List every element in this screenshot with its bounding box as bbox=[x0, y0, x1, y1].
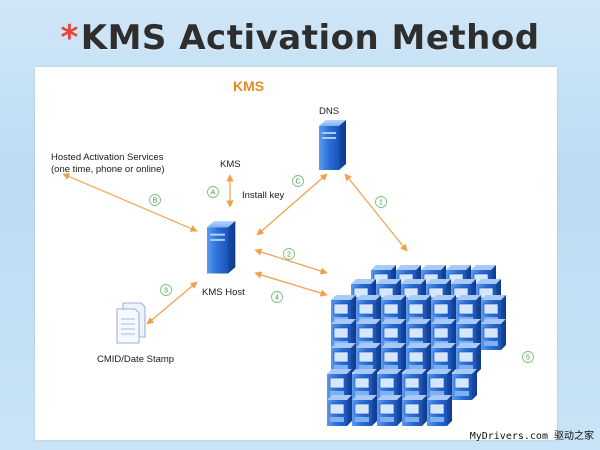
step-c: C bbox=[292, 175, 304, 187]
dns-server-icon bbox=[319, 120, 346, 170]
step-4: 4 bbox=[271, 291, 283, 303]
kms-host-server-icon bbox=[207, 221, 236, 274]
arrow-3 bbox=[146, 281, 198, 325]
arrow-c bbox=[256, 173, 328, 236]
arrow-4 bbox=[254, 271, 328, 297]
document-icon bbox=[116, 302, 146, 344]
step-a: A bbox=[207, 186, 219, 198]
arrow-2 bbox=[254, 248, 328, 275]
install-key-label: Install key bbox=[242, 190, 284, 201]
cmid-label: CMID/Date Stamp bbox=[97, 354, 174, 365]
step-2: 2 bbox=[283, 248, 295, 260]
diagram-panel: KMS A B C 1 2 bbox=[35, 67, 557, 440]
svg-text:C: C bbox=[295, 179, 300, 186]
slide-title: *KMS Activation Method bbox=[0, 18, 600, 58]
arrow-b bbox=[62, 173, 198, 232]
svg-text:3: 3 bbox=[164, 288, 168, 295]
hosted-activation-label: Hosted Activation Services bbox=[51, 152, 164, 163]
svg-text:2: 2 bbox=[287, 252, 291, 259]
svg-text:1: 1 bbox=[379, 200, 383, 207]
dns-label: DNS bbox=[319, 106, 339, 117]
kms-diagram: KMS A B C 1 2 bbox=[51, 78, 534, 427]
svg-text:A: A bbox=[211, 190, 216, 197]
svg-text:4: 4 bbox=[275, 295, 279, 302]
step-b: B bbox=[149, 194, 161, 206]
hosted-activation-sublabel: (one time, phone or online) bbox=[51, 164, 165, 175]
step-3: 3 bbox=[160, 284, 172, 296]
arrow-1 bbox=[344, 173, 408, 252]
kms-host-label: KMS Host bbox=[202, 287, 245, 298]
kms-heading: KMS bbox=[233, 78, 264, 94]
title-text: KMS Activation Method bbox=[80, 18, 540, 58]
kms-label: KMS bbox=[220, 159, 241, 170]
step-1: 1 bbox=[375, 196, 387, 208]
title-star: * bbox=[60, 18, 79, 58]
svg-text:B: B bbox=[153, 198, 158, 205]
watermark: MyDrivers.com 驱动之家 bbox=[469, 431, 594, 442]
step-5: 5 bbox=[522, 351, 534, 363]
kms-clients-cluster bbox=[326, 264, 507, 427]
svg-text:5: 5 bbox=[526, 355, 530, 362]
